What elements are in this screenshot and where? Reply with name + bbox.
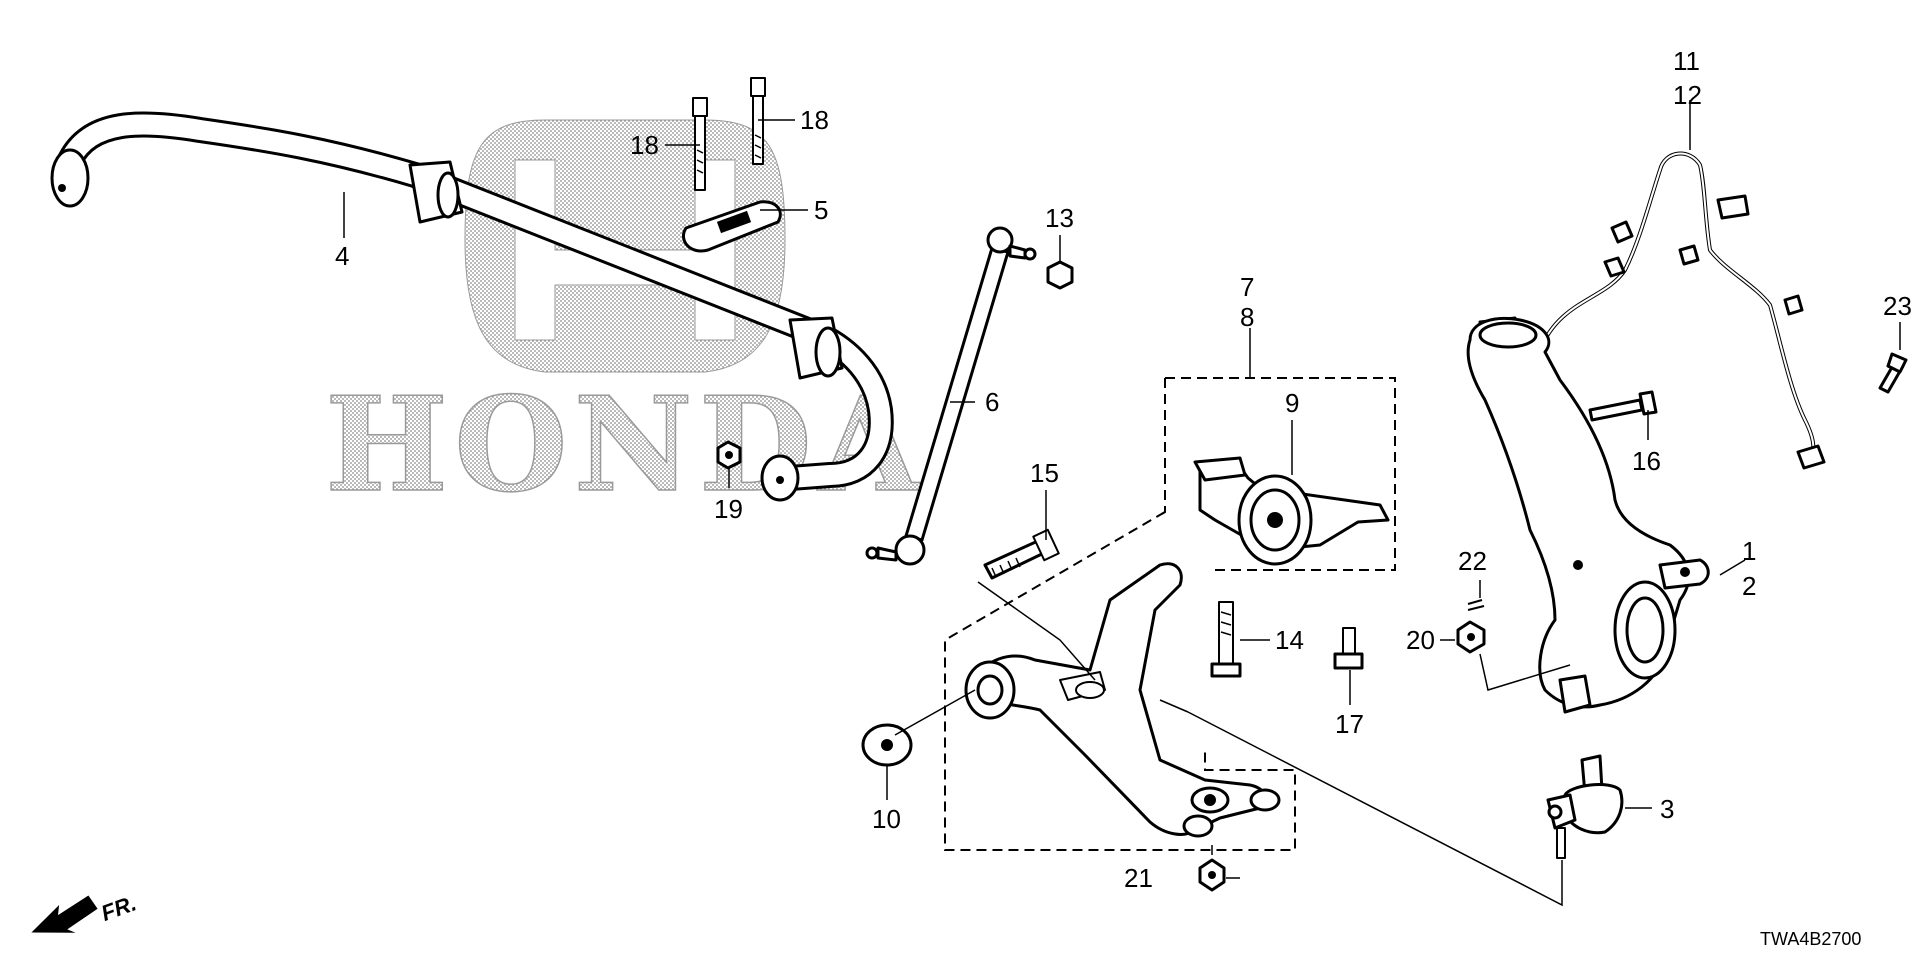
callout-22: 22 [1458,546,1487,576]
front-direction-label: FR. [98,890,140,926]
callout-20: 20 [1406,625,1435,655]
callout-labels: 1 2 3 4 5 6 7 8 9 10 11 12 13 14 15 16 1… [335,46,1912,893]
callout-13: 13 [1045,203,1074,233]
stabilizer-bar [50,111,894,502]
nut-21 [1198,858,1226,892]
callout-2: 2 [1742,571,1756,601]
steering-knuckle [1466,316,1710,714]
callout-17: 17 [1335,709,1364,739]
bolt-14 [1210,601,1242,678]
bolt-23 [1878,352,1908,394]
lower-control-arm [964,562,1281,838]
callout-16: 16 [1632,446,1661,476]
ball-joint [1546,754,1624,859]
bolt-18-left [692,97,708,191]
lower-arm-group-frame [944,511,1296,851]
compliance-bushing [1193,456,1390,566]
callout-18a: 18 [630,130,659,160]
washer-10 [861,723,913,767]
stabilizer-link [865,226,1037,566]
callout-8: 8 [1240,302,1254,332]
bolt-15 [983,528,1060,580]
nut-19 [716,440,742,470]
front-direction-arrow-icon: FR. [31,890,140,933]
callout-5: 5 [814,195,828,225]
callout-14: 14 [1275,625,1304,655]
callout-10: 10 [872,804,901,834]
nut-13 [1046,260,1074,290]
callout-9: 9 [1285,388,1299,418]
castle-nut-20 [1456,620,1486,654]
bolt-18-right [750,77,766,165]
callout-4: 4 [335,241,349,271]
callout-7: 7 [1240,272,1254,302]
cotter-pin-22 [1467,599,1485,611]
callout-15: 15 [1030,458,1059,488]
bushing-group-frame [1159,378,1166,516]
callout-11: 11 [1673,46,1700,76]
callout-3: 3 [1660,794,1674,824]
callout-19: 19 [714,494,743,524]
callout-6: 6 [985,387,999,417]
callout-12: 12 [1673,80,1702,110]
leader-lines [343,100,1901,907]
callout-18b: 18 [800,105,829,135]
bolt-17 [1333,627,1364,670]
callout-23: 23 [1883,291,1912,321]
honda-brand-text: HONDA [325,368,925,521]
bolt-16 [1588,390,1658,422]
callout-1: 1 [1742,536,1756,566]
diagram-code: TWA4B2700 [1760,929,1861,949]
stabilizer-bracket [682,200,782,253]
callout-21: 21 [1124,863,1153,893]
